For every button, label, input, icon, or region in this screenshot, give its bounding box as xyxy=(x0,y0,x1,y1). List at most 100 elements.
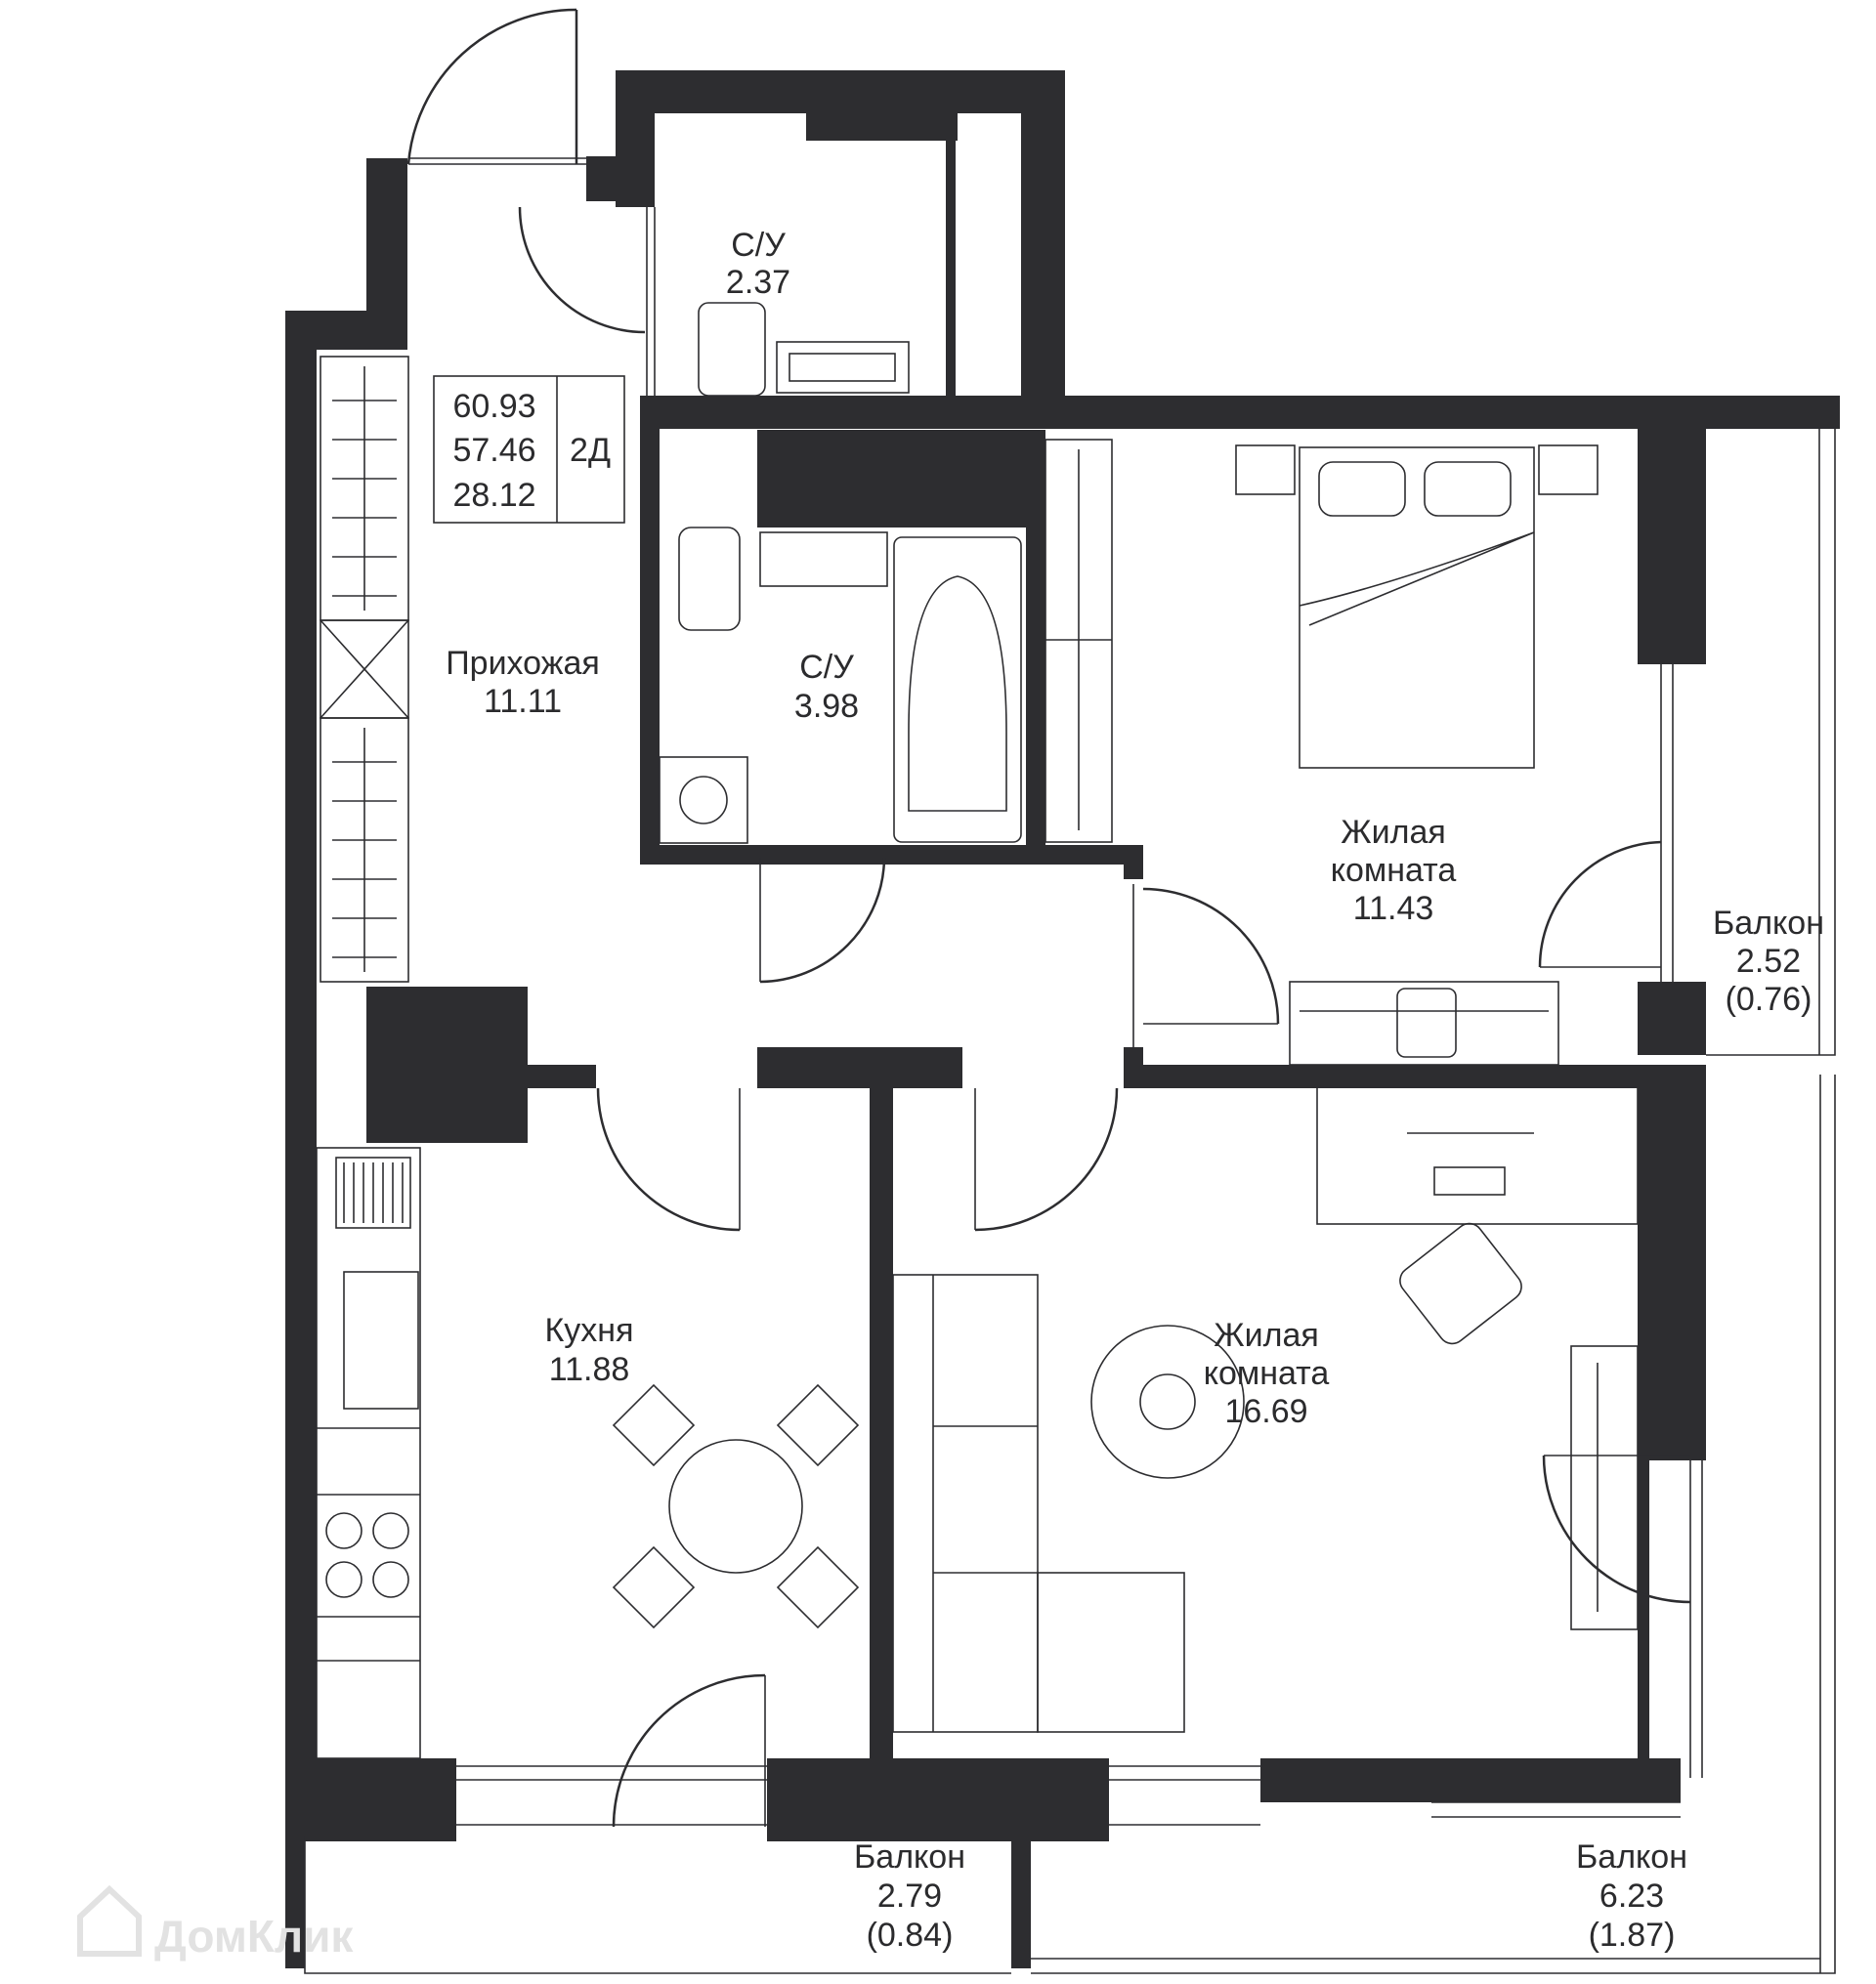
wall-wc-right xyxy=(1021,70,1065,402)
wall-bottom-b xyxy=(767,1758,1109,1841)
wall-kitchen-living xyxy=(870,1084,893,1768)
kitchen-counter-dividers xyxy=(317,1427,420,1662)
nightstand-right xyxy=(1538,444,1599,495)
wall-bottom-c xyxy=(1260,1758,1681,1802)
dining-chair-2 xyxy=(776,1383,860,1467)
wall-wc-inner-post xyxy=(946,137,956,399)
dining-chair-3 xyxy=(612,1545,696,1629)
bath-tub xyxy=(893,536,1022,843)
wc-door-jamb xyxy=(646,207,656,396)
balcony-right-outline xyxy=(1706,427,1836,1056)
wall-right-living xyxy=(1638,1084,1706,1460)
wall-hall-upper-left xyxy=(366,158,407,350)
summary-box xyxy=(433,375,625,524)
walls xyxy=(285,70,1840,1968)
kitchen-door-arc xyxy=(596,1087,741,1232)
bath-area: 3.98 xyxy=(794,688,859,725)
living-window-2 xyxy=(1431,1801,1681,1818)
summary-living-area: 57.46 xyxy=(452,432,535,469)
living-balcony-door-arc xyxy=(1542,1455,1691,1604)
interior-doors xyxy=(596,857,1280,1232)
hall-wardrobe-bottom xyxy=(320,717,409,983)
bedroom-door-leaf xyxy=(1132,884,1278,1050)
summary-total-area: 60.93 xyxy=(452,388,535,425)
entrance-door-arc xyxy=(406,8,577,165)
bath-name: С/У xyxy=(799,649,854,686)
living-desk-chair xyxy=(1399,1222,1522,1345)
living-right-window xyxy=(1689,1460,1703,1778)
kitchen-radiator xyxy=(335,1157,411,1229)
balcony-bottom-right-rail xyxy=(1031,1075,1821,1973)
balcony-bottom-right-name: Балкон xyxy=(1576,1838,1687,1876)
bedroom-wardrobe xyxy=(1045,439,1113,843)
balcony-bottom-left-outline xyxy=(304,1836,1011,1974)
wall-bath-left xyxy=(640,396,660,865)
dining-chair-1 xyxy=(612,1383,696,1467)
room-labels: С/У 2.37 Прихожая 11.11 С/У 3.98 Жилая к… xyxy=(446,227,1824,1954)
kitchen-radiator-fins xyxy=(343,1162,404,1223)
wall-bottom-post xyxy=(1011,1836,1031,1968)
kitchen-balcony-door-arc xyxy=(612,1673,766,1828)
bedroom-window xyxy=(1660,664,1674,982)
sofa-chaise xyxy=(1037,1572,1185,1733)
kitchen-counter xyxy=(316,1147,421,1759)
wall-bedroom-left xyxy=(1026,430,1045,860)
bath-toilet xyxy=(678,527,741,631)
dining-chair-4 xyxy=(776,1545,860,1629)
balcony-bottom-right-outline xyxy=(1031,1075,1836,1974)
living-door-arc xyxy=(974,1087,1119,1232)
washing-machine xyxy=(659,756,748,844)
wc-small-name: С/У xyxy=(731,227,786,264)
balcony-bottom-left-area: 2.79 xyxy=(877,1878,942,1915)
sofa-back xyxy=(892,1274,1039,1733)
living-window xyxy=(1109,1765,1260,1826)
wall-bottom-a xyxy=(285,1758,456,1841)
balcony-bottom-right-reduced: (1.87) xyxy=(1589,1917,1676,1954)
balcony-right-name: Балкон xyxy=(1713,905,1824,942)
balcony-right-area: 2.52 xyxy=(1736,943,1801,980)
wc-small-area: 2.37 xyxy=(726,264,790,301)
entrance-door-sill xyxy=(408,157,586,165)
wall-hall-block xyxy=(366,987,528,1143)
wall-bath-bottom xyxy=(640,845,1031,865)
wall-bedroom-door-jamb xyxy=(1124,845,1143,879)
bedroom-desk-chair xyxy=(1396,988,1457,1058)
sofa-cushions xyxy=(932,1275,1038,1732)
wall-right-mid-pillar xyxy=(1638,982,1706,1055)
living-name-2: комната xyxy=(1204,1355,1330,1392)
bedroom-area: 11.43 xyxy=(1353,890,1434,927)
wall-wc-inner-cap xyxy=(806,113,958,141)
hall-name: Прихожая xyxy=(446,645,600,682)
dining-table xyxy=(668,1439,803,1574)
watermark-text: ДомКлик xyxy=(154,1911,354,1962)
wall-top-right-pillar xyxy=(1638,396,1706,664)
wall-wc-top xyxy=(616,70,1065,113)
summary-type: 2Д xyxy=(570,432,611,469)
living-rug-inner xyxy=(1139,1373,1196,1430)
bedroom-name-1: Жилая xyxy=(1341,814,1446,851)
wc-small-toilet xyxy=(698,302,766,397)
bedroom-balcony-door-arc xyxy=(1538,840,1662,968)
watermark-house-icon xyxy=(77,1884,142,1957)
wc-door-arc xyxy=(518,206,646,334)
furniture xyxy=(316,302,1639,1759)
nightstand-left xyxy=(1235,444,1296,495)
bedroom-desk xyxy=(1289,981,1559,1066)
wall-left-bottom xyxy=(285,1836,305,1968)
hall-wardrobe-cross-lines xyxy=(320,619,409,719)
hob-1 xyxy=(325,1512,362,1549)
wall-bath-bottom-right xyxy=(1026,845,1143,865)
kitchen-sink xyxy=(343,1271,419,1410)
bedroom-wardrobe-rail xyxy=(1045,449,1112,830)
bed-blanket-fold xyxy=(1299,531,1535,626)
bath-door-arc xyxy=(759,857,886,984)
wall-right-lower xyxy=(1638,1456,1649,1778)
bath-sink xyxy=(759,531,888,587)
hall-area: 11.11 xyxy=(484,683,562,720)
hob-3 xyxy=(325,1561,362,1598)
living-rug xyxy=(1090,1325,1245,1479)
wall-mid-b xyxy=(757,1047,962,1088)
living-area: 16.69 xyxy=(1224,1393,1307,1430)
bed-pillow-right xyxy=(1424,461,1512,517)
balcony-right-reduced: (0.76) xyxy=(1726,981,1812,1018)
